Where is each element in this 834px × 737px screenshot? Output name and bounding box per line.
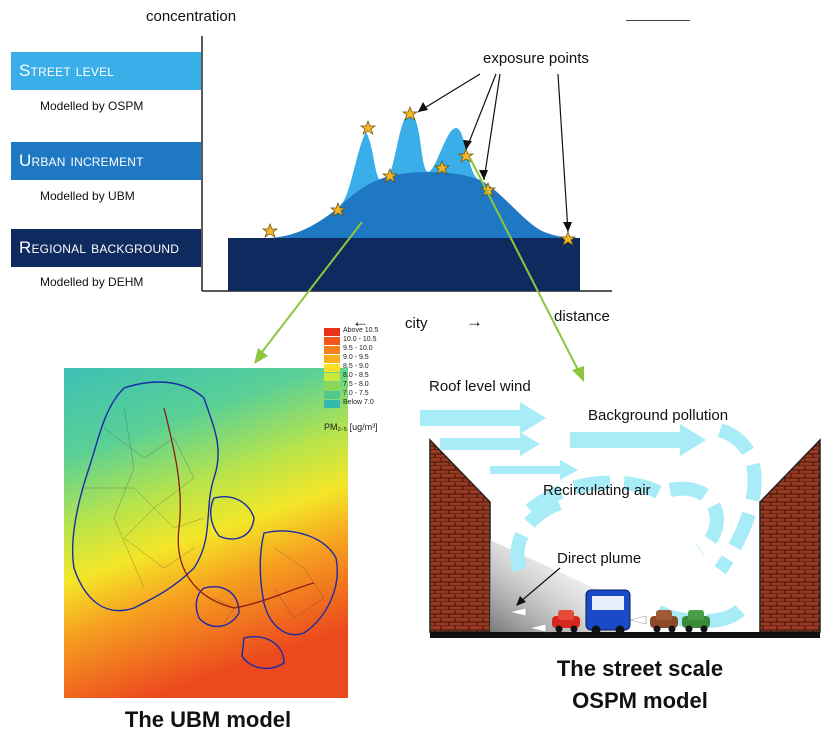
level-street-title: Street level — [19, 61, 115, 80]
legend-swatch — [324, 373, 340, 381]
star — [261, 223, 279, 238]
level-street-subtitle: Modelled by OSPM — [40, 99, 144, 113]
legend-text: 9.5 - 10.0 — [343, 345, 373, 352]
level-urban: Urban increment — [11, 142, 201, 180]
level-urban-subtitle: Modelled by UBM — [40, 189, 135, 203]
legend-text: 7.0 - 7.5 — [343, 390, 369, 397]
level-regional: Regional background — [11, 229, 201, 267]
city-label: city — [405, 315, 428, 332]
connector-arrows — [254, 157, 584, 382]
roof-wind-arrows — [420, 402, 706, 480]
plume-label: Direct plume — [557, 550, 642, 567]
legend-swatch — [324, 364, 340, 372]
legend-text: 10.0 - 10.5 — [343, 336, 377, 343]
exposure-arrows — [417, 73, 569, 233]
level-urban-title: Urban increment — [19, 151, 144, 170]
legend-swatch — [324, 391, 340, 399]
main-road — [163, 407, 315, 609]
exposure-label: exposure points — [483, 50, 589, 67]
recirc-label: Recirculating air — [543, 482, 651, 499]
ospm-caption-line2: OSPM model — [572, 688, 708, 713]
legend-swatch — [324, 400, 340, 408]
ospm-diagram — [420, 402, 821, 638]
bus-blue — [585, 589, 631, 635]
legend-text: 8.5 - 9.0 — [343, 363, 369, 370]
level-regional-title: Regional background — [19, 238, 180, 257]
background-label: Background pollution — [588, 407, 729, 424]
left-building — [429, 438, 491, 633]
arrow-right: → — [466, 312, 483, 331]
road — [430, 632, 820, 638]
legend-swatch — [324, 355, 340, 363]
roof-wind-label: Roof level wind — [429, 378, 531, 395]
legend-swatch — [324, 328, 340, 336]
regional-band — [228, 238, 580, 291]
star — [401, 106, 419, 121]
legend-swatch — [324, 337, 340, 345]
ospm-caption-line1: The street scale — [556, 656, 724, 681]
concentration-profile — [201, 36, 612, 292]
short-line — [626, 20, 690, 21]
right-building — [759, 438, 821, 633]
ubm-map — [64, 368, 348, 698]
legend-text: 9.0 - 9.5 — [343, 354, 369, 361]
star — [433, 160, 451, 175]
legend-swatch — [324, 346, 340, 354]
level-regional-subtitle: Modelled by DEHM — [40, 275, 144, 289]
car-brown — [650, 610, 678, 633]
legend-text: 7.5 - 8.0 — [343, 381, 369, 388]
car-red — [552, 610, 580, 633]
legend-text: Above 10.5 — [343, 327, 379, 334]
star — [329, 202, 347, 217]
coastlines — [71, 381, 338, 670]
arrow-left: ← — [352, 312, 369, 331]
y-axis-label: concentration — [146, 8, 237, 25]
exposure-arrowheads — [418, 102, 572, 232]
legend-text: Below 7.0 — [343, 399, 374, 406]
x-axis-label: distance — [554, 308, 610, 325]
legend-unit: PM₂.₅ [ug/m³] — [324, 422, 378, 432]
plume-arrows — [509, 607, 647, 633]
star — [559, 231, 577, 246]
star — [381, 168, 399, 183]
legend-swatch — [324, 382, 340, 390]
star — [359, 120, 377, 135]
level-street: Street level — [11, 52, 201, 90]
ubm-caption: The UBM model — [124, 707, 292, 732]
car-green — [682, 610, 710, 633]
legend-text: 8.0 - 8.5 — [343, 372, 369, 379]
